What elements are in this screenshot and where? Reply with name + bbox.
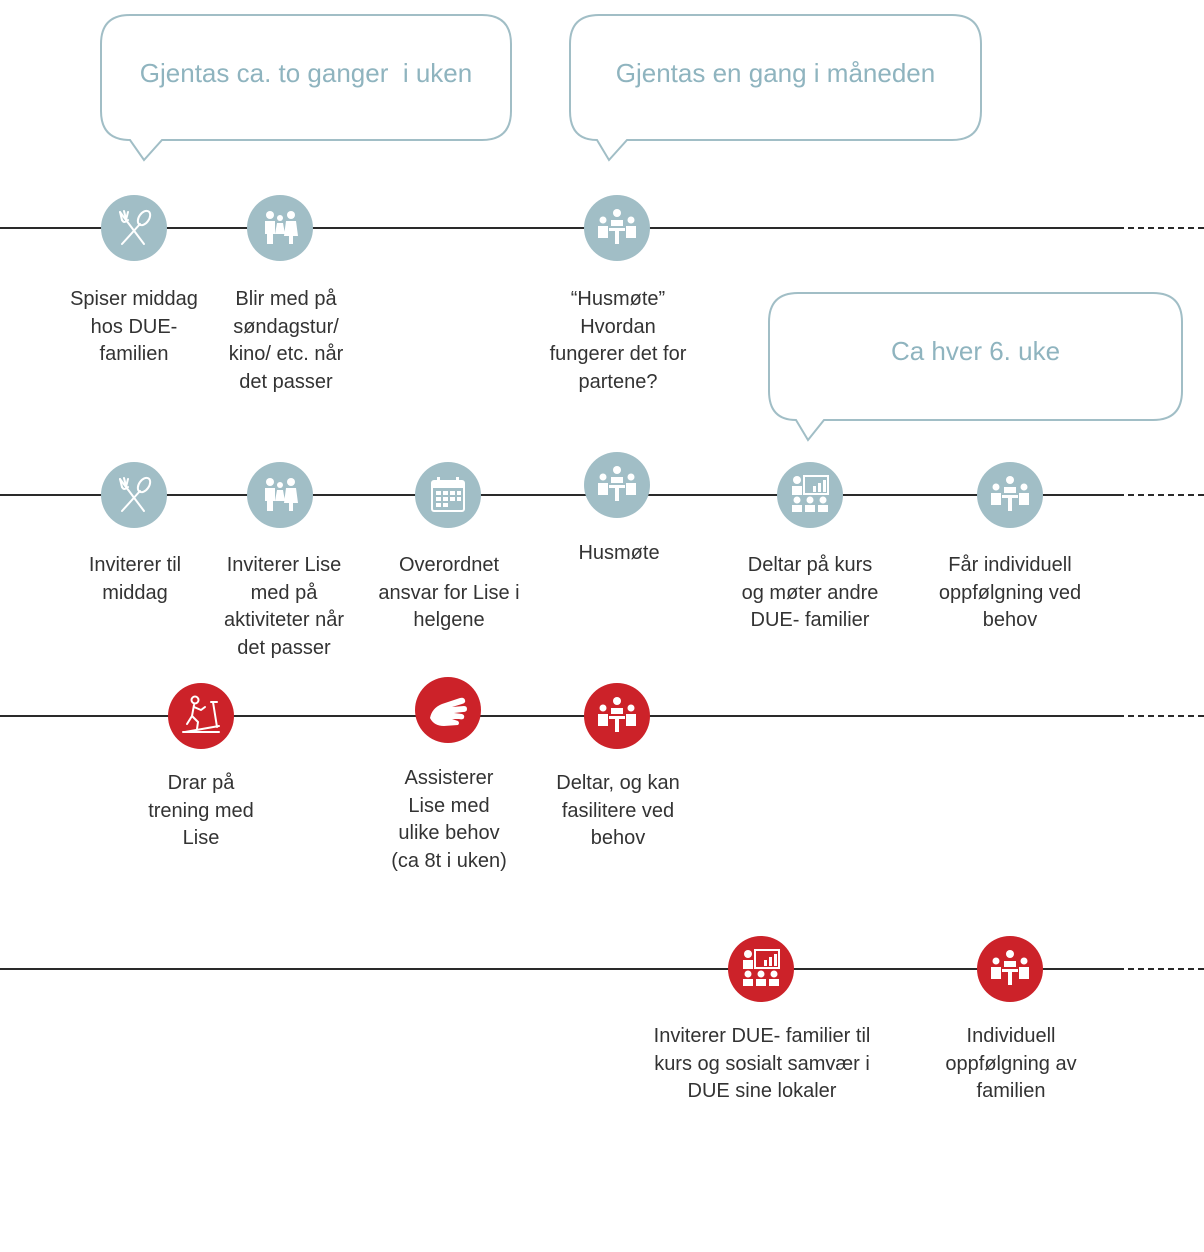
treadmill-icon [168,683,234,749]
timeline-row-3-continuation [1118,715,1204,717]
label-row2-followup: Får individuell oppfølgning ved behov [938,554,1082,631]
meeting-icon [977,462,1043,528]
family-icon [247,195,313,261]
meeting-icon [584,452,650,518]
timeline-row-3 [0,715,1118,717]
meeting-icon [584,683,650,749]
speech-bubble-weekly: Gjentas ca. to ganger i uken [100,14,512,164]
label-row3-participate: Deltar, og kan fasilitere ved behov [556,772,680,849]
speech-bubble-six-weeks: Ca hver 6. uke [768,292,1183,442]
timeline-row-4 [0,968,1118,970]
label-row2-dinner: Inviterer til middag [88,554,182,604]
bubble-text-weekly: Gjentas ca. to ganger i uken [139,58,473,88]
label-row1-dinner: Spiser middag hos DUE- familien [70,288,198,365]
bubble-text-six-weeks: Ca hver 6. uke [890,336,1061,366]
timeline-row-4-continuation [1118,968,1204,970]
label-row1-trip: Blir med på søndagstur/ kino/ etc. når d… [228,288,344,393]
timeline-row-1-continuation [1118,227,1204,229]
calendar-icon [415,462,481,528]
label-row3-assist: Assisterer Lise med ulike behov (ca 8t i… [391,767,507,872]
label-row2-meeting: Husmøte [578,542,660,564]
label-row1-meeting: “Husmøte” Hvordan fungerer det for parte… [549,288,687,393]
label-row2-responsibility: Overordnet ansvar for Lise i helgene [378,554,520,631]
meeting-icon [584,195,650,261]
timeline-row-2-continuation [1118,494,1204,496]
hand-icon [415,677,481,743]
label-row4-followup: Individuell oppfølgning av familien [945,1025,1077,1102]
fork-spoon-icon [101,462,167,528]
timeline-row-1 [0,227,1118,229]
fork-spoon-icon [101,195,167,261]
label-row2-course: Deltar på kurs og møter andre DUE- famil… [741,554,879,631]
meeting-icon [977,936,1043,1002]
family-icon [247,462,313,528]
speech-bubble-monthly: Gjentas en gang i måneden [569,14,982,164]
label-row2-activities: Inviterer Lise med på aktiviteter når de… [223,554,345,659]
bubble-text-monthly: Gjentas en gang i måneden [615,58,936,88]
label-row4-invite: Inviterer DUE- familier til kurs og sosi… [653,1025,871,1102]
label-row3-training: Drar på trening med Lise [148,772,254,849]
presentation-icon [777,462,843,528]
timeline-row-2 [0,494,1118,496]
presentation-icon [728,936,794,1002]
